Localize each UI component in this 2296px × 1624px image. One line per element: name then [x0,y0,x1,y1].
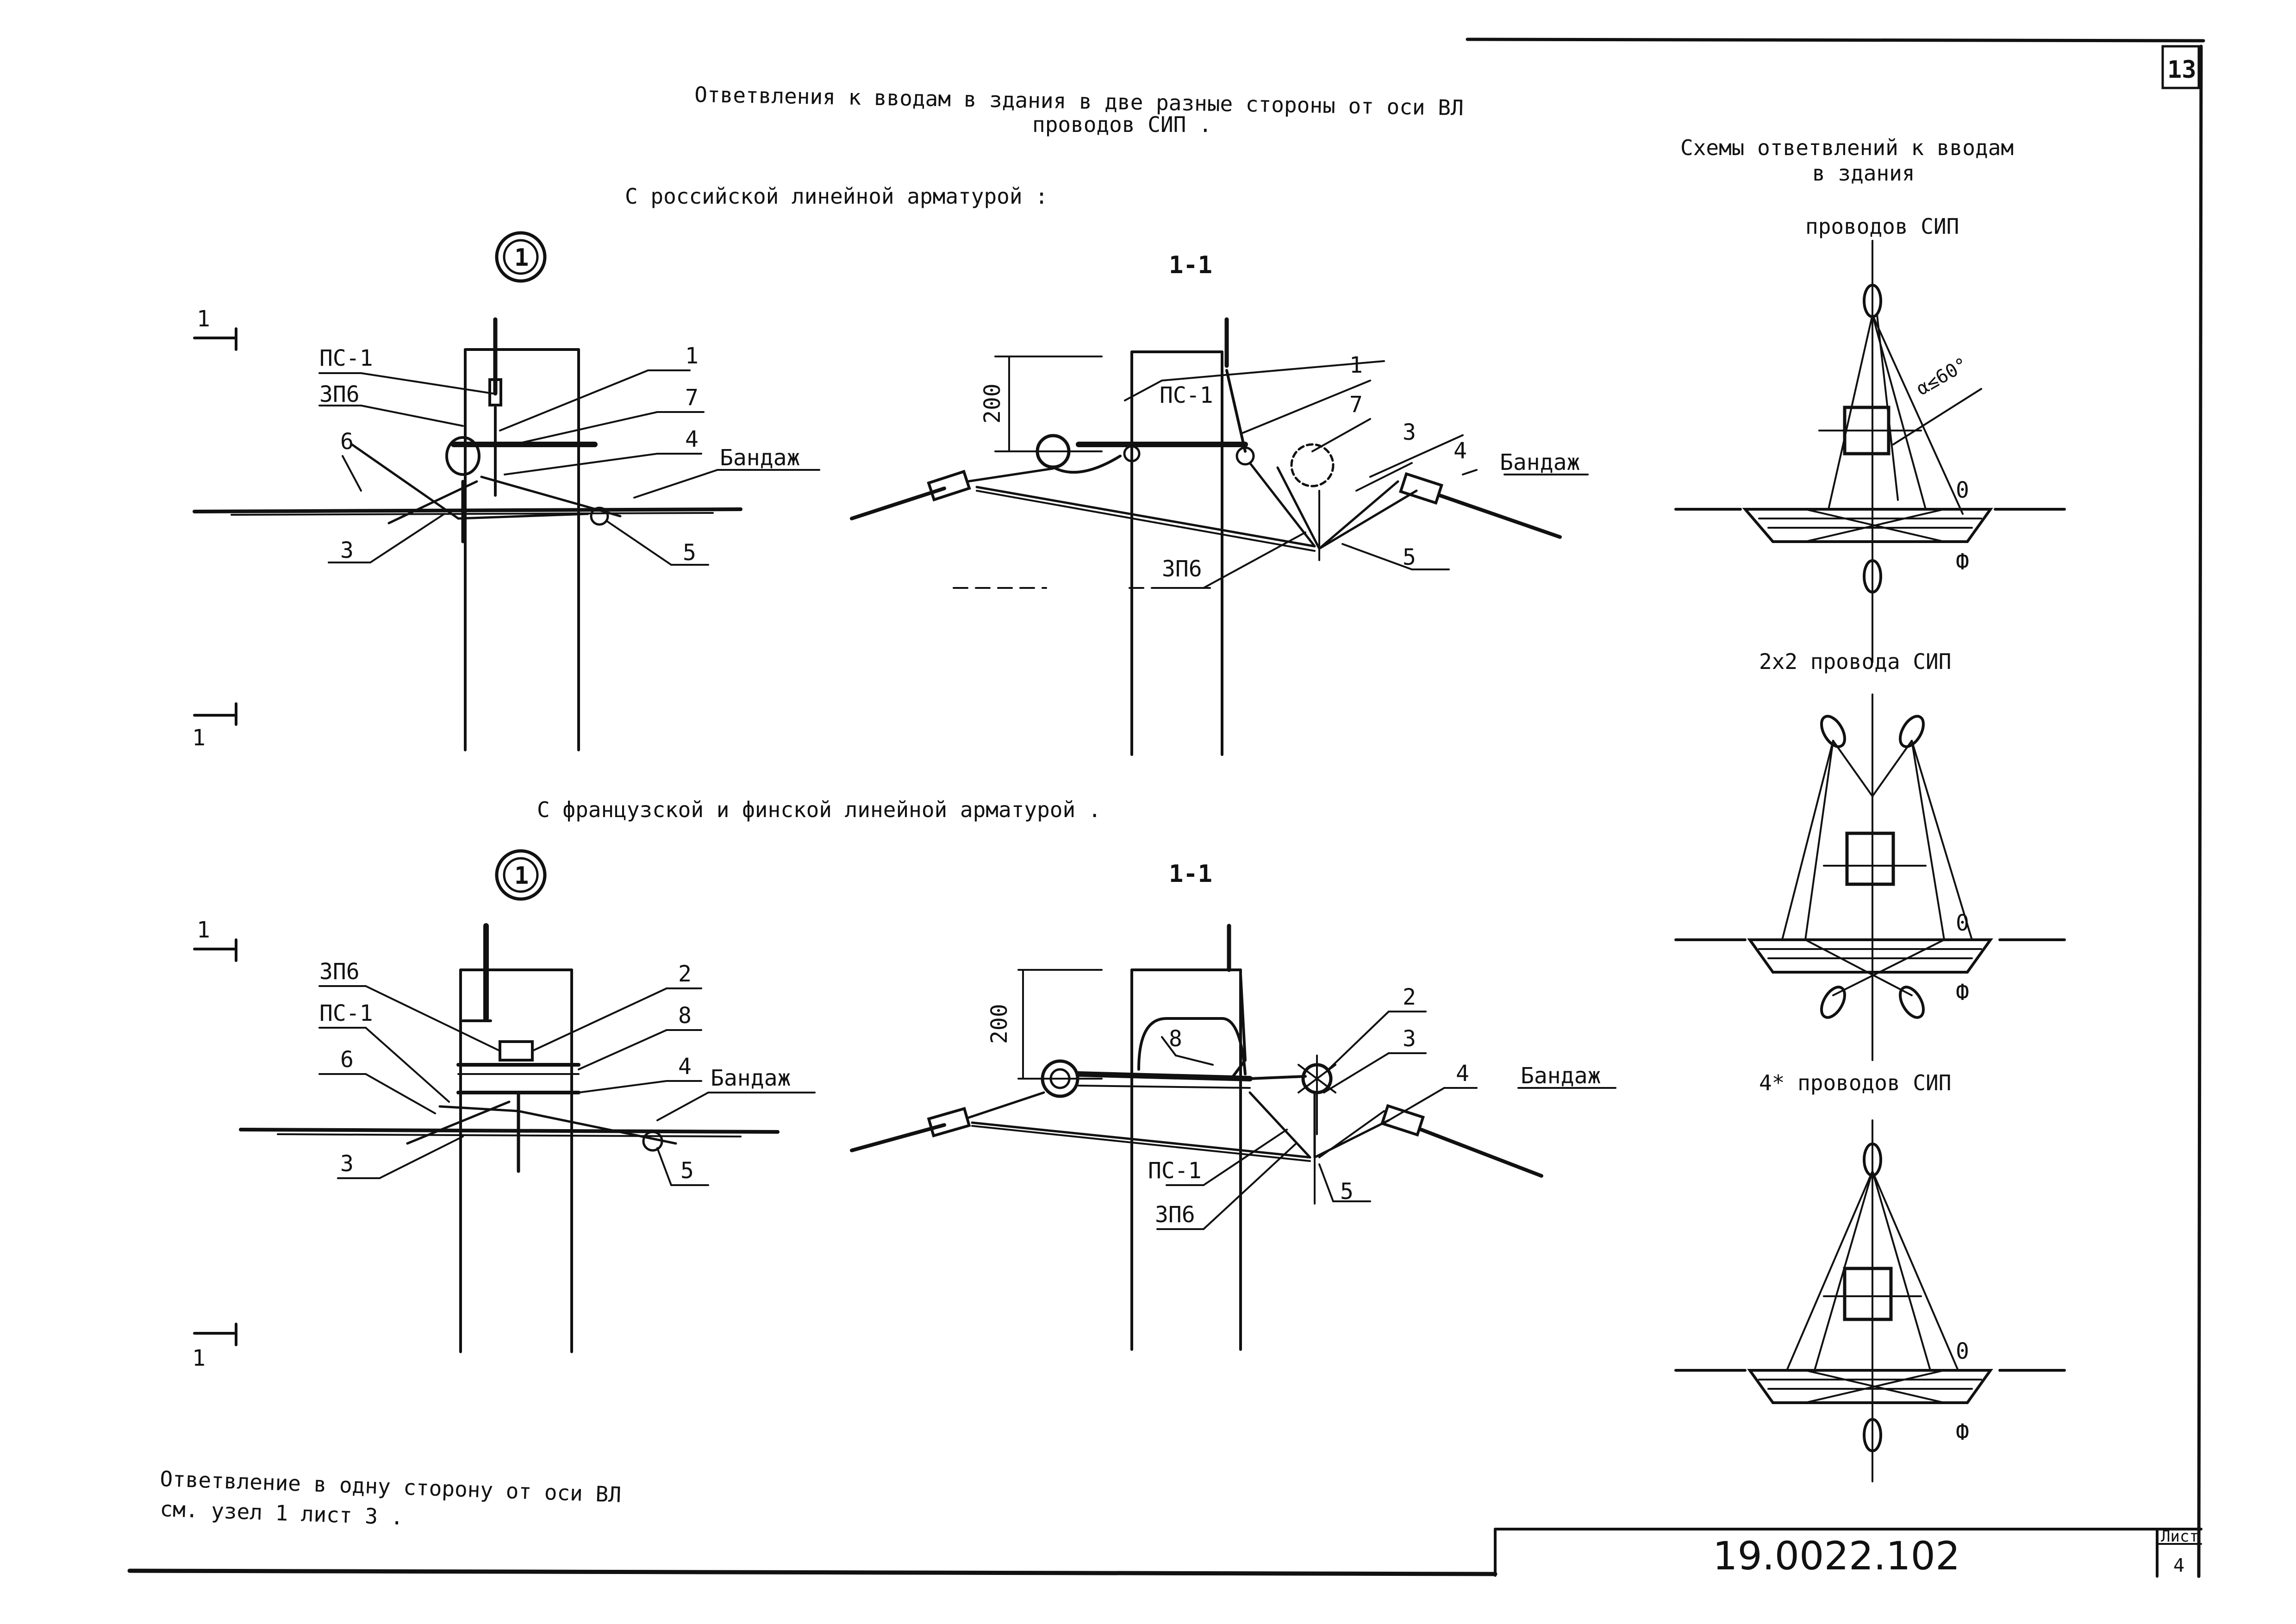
scheme3-o: 0 [1956,1338,1969,1364]
label-1-mid: 1 [1349,352,1363,378]
label-3-mid: 3 [1403,419,1416,445]
label-zp6-mid-b: ЗП6 [1155,1202,1195,1228]
sheet-number: 13 [2167,56,2196,84]
list-label: Лист [2161,1527,2199,1546]
scheme1-title: проводов СИП [1805,214,1959,239]
label-5-mid-b: 5 [1340,1179,1354,1205]
label-4-bottom: 4 [678,1054,692,1080]
cut-mark-bottom-a: 1 [197,917,210,943]
section-title-top: 1-1 [1169,251,1212,279]
scheme-3 [1674,1119,2066,1482]
dimension-bottom: 200 [986,1004,1012,1044]
page-text: Ответвления к вводам в здания в две разн… [160,56,2199,1579]
section1-french [850,924,1616,1351]
section-title-bottom: 1-1 [1169,860,1212,888]
label-bandage-mid: Бандаж [1500,450,1580,475]
heading-french: С французской и финской линейной арматур… [537,797,1101,822]
label-zp6-top: ЗП6 [319,381,360,407]
scheme-1 [1674,240,2066,663]
scheme3-phi: Ф [1956,1419,1969,1445]
scheme-angle: α≤60° [1913,354,1972,400]
stamp-code: 19.0022.102 [1713,1533,1960,1579]
scheme2-title: 2х2 провода СИП [1759,649,1951,674]
label-1-top: 1 [685,343,699,369]
label-4-top: 4 [685,426,699,452]
scheme2-phi: Ф [1956,980,1969,1006]
label-7-top: 7 [685,385,699,411]
label-ps1-mid: ПС-1 [1160,382,1213,408]
section1-russian [850,317,1589,756]
label-3-bottom: 3 [340,1151,354,1177]
label-ps1-mid-b: ПС-1 [1148,1158,1202,1184]
scheme3-title: 4* проводов СИП [1759,1070,1951,1095]
label-8-mid: 8 [1169,1026,1182,1052]
label-8-bottom: 8 [678,1003,692,1029]
node1-russian-front-view [193,231,820,751]
scheme1-phi: Ф [1956,549,1969,575]
label-6-bottom: 6 [340,1047,354,1073]
label-3-top: 3 [340,537,354,563]
label-5-mid: 5 [1403,544,1416,570]
label-zp6-mid: ЗП6 [1162,556,1202,582]
note-line2: см. узел 1 лист 3 . [160,1496,404,1530]
label-2-bottom: 2 [678,961,692,987]
label-ps1-top: ПС-1 [319,345,373,371]
cut-mark-bottom-b: 1 [192,1345,206,1371]
label-6-top: 6 [340,429,354,455]
node1-french-front-view [193,849,816,1353]
label-4-mid: 4 [1454,438,1467,464]
main-title-line2: проводов СИП . [1032,112,1212,137]
label-5-bottom: 5 [680,1158,694,1184]
label-4-mid-b: 4 [1456,1061,1469,1087]
scheme-2 [1674,693,2066,1061]
label-ps1-bottom: ПС-1 [319,1000,373,1026]
scheme2-o: 0 [1956,910,1969,936]
label-2-mid: 2 [1403,984,1416,1010]
label-bandage-bottom: Бандаж [711,1065,791,1091]
label-3-mid-b: 3 [1403,1026,1416,1052]
label-zp6-bottom: ЗП6 [319,959,360,985]
list-value: 4 [2173,1555,2184,1576]
sheet-frame [127,37,2205,1578]
heading-russian: С российской линейной арматурой : [625,184,1048,209]
node-marker-bottom: 1 [514,862,529,890]
cut-mark-top-b: 1 [192,725,206,751]
label-5-top: 5 [683,540,696,566]
label-bandage-top: Бандаж [720,445,800,471]
heading-schemes-line1: Схемы ответвлений к вводам [1680,135,2014,160]
scheme1-o: 0 [1956,477,1969,503]
heading-schemes-line2: в здания [1812,161,1915,186]
dimension-top: 200 [980,383,1005,424]
cut-mark-top-a: 1 [197,306,210,332]
label-bandage-mid-b: Бандаж [1521,1063,1601,1089]
node-marker-top: 1 [514,244,529,272]
label-7-mid: 7 [1349,392,1363,418]
